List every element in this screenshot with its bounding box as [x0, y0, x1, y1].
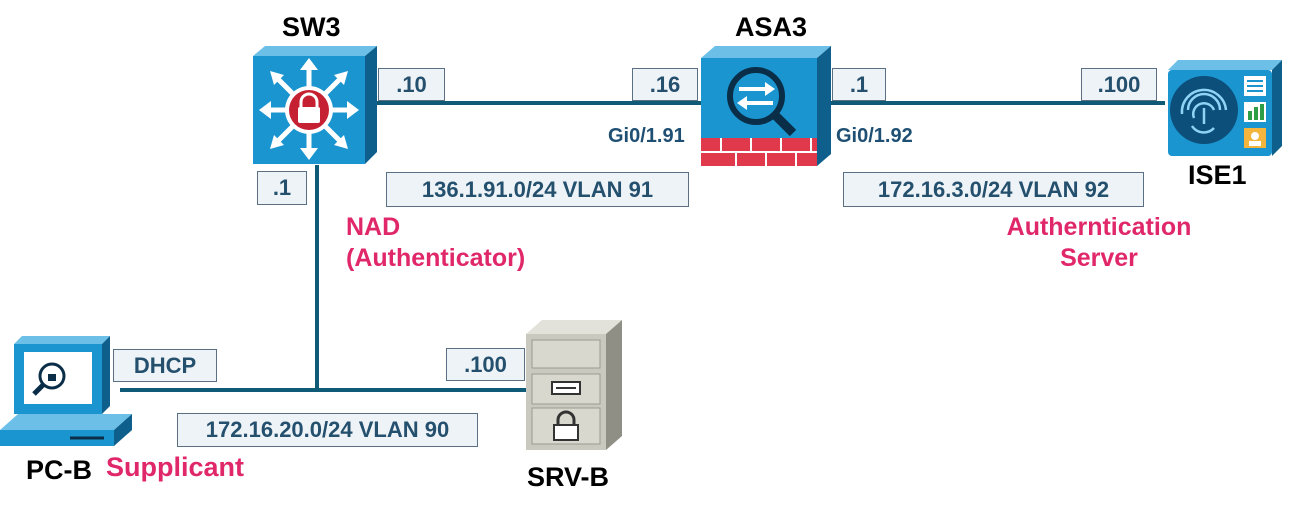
subnet-vlan91: 136.1.91.0/24 VLAN 91	[386, 172, 689, 207]
srvb-name: SRV-B	[527, 462, 610, 492]
asa3-inside-address: .16	[632, 68, 698, 101]
supplicant-role-label: Supplicant	[106, 452, 245, 482]
sw3-name: SW3	[282, 12, 341, 42]
subnet-vlan90: 172.16.20.0/24 VLAN 90	[177, 413, 478, 447]
multilayer-switch-icon	[253, 46, 377, 164]
nad-role-line1: NAD	[346, 213, 401, 241]
auth-server-role-label: Autherntication Server	[998, 212, 1200, 274]
asa3-name: ASA3	[735, 12, 808, 42]
nad-role-line2: (Authenticator)	[346, 244, 526, 272]
sw3-access-address: .1	[257, 171, 307, 205]
asa3-outside-interface: Gi0/1.92	[836, 125, 913, 147]
asa3-outside-address: .1	[832, 68, 886, 101]
workstation-icon	[0, 336, 132, 446]
asa3-inside-interface: Gi0/1.91	[608, 125, 685, 147]
file-server-icon	[526, 320, 622, 450]
ise1-address: .100	[1081, 68, 1157, 101]
auth-role-line1: Autherntication	[1006, 213, 1192, 241]
subnet-vlan92: 172.16.3.0/24 VLAN 92	[843, 172, 1144, 207]
srvb-address: .100	[446, 348, 525, 381]
sw3-uplink-address: .10	[378, 68, 445, 101]
auth-role-line2: Server	[1060, 244, 1138, 272]
nad-role-label: NAD (Authenticator)	[346, 212, 525, 274]
firewall-icon	[701, 46, 831, 166]
ise-server-icon	[1168, 60, 1282, 156]
pcb-address: DHCP	[113, 349, 217, 382]
ise1-name: ISE1	[1188, 160, 1247, 190]
pcb-name: PC-B	[26, 455, 92, 485]
